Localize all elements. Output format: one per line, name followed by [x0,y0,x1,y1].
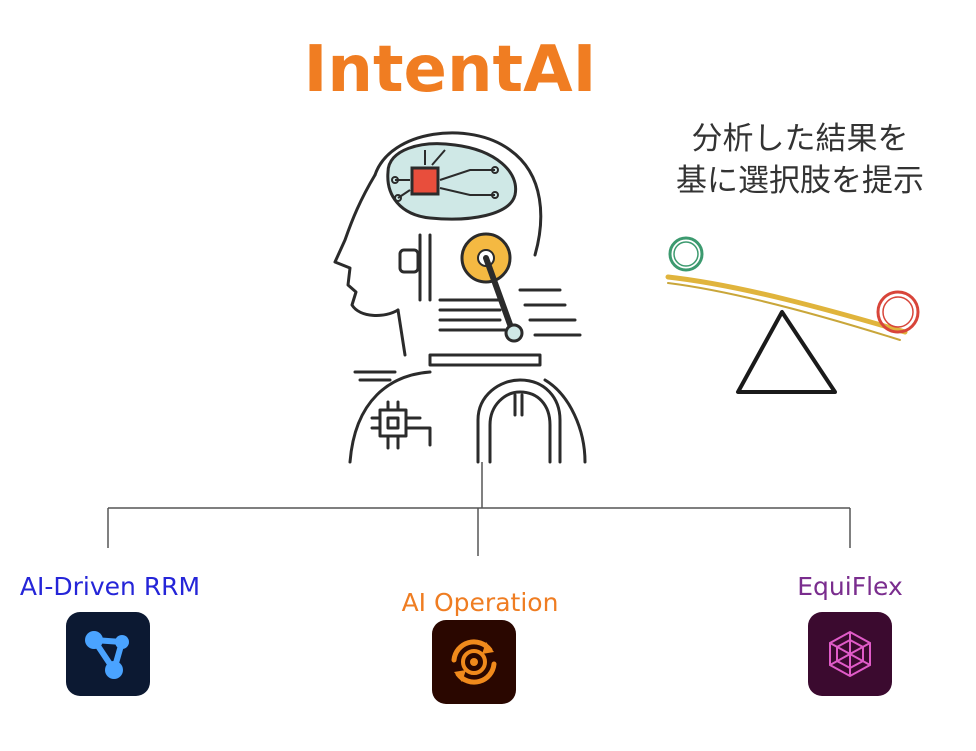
description-line-2: 基に選択肢を提示 [676,163,924,199]
description-text: 分析した結果を 基に選択肢を提示 [640,118,960,202]
branch-label-equiflex: EquiFlex [797,572,903,601]
hexagon-mesh-icon [829,630,871,678]
branch-label-ai-driven-rrm: AI-Driven RRM [19,572,201,601]
ai-operation-app-tile[interactable] [432,620,516,704]
ai-driven-rrm-app-tile[interactable] [66,612,150,696]
gear-sync-icon [451,639,497,685]
branch-label-ai-operation: AI Operation [401,588,559,617]
description-line-1: 分析した結果を [691,121,909,157]
network-nodes-icon [85,631,129,679]
equiflex-app-tile[interactable] [808,612,892,696]
diagram-title: IntentAI [303,33,597,107]
